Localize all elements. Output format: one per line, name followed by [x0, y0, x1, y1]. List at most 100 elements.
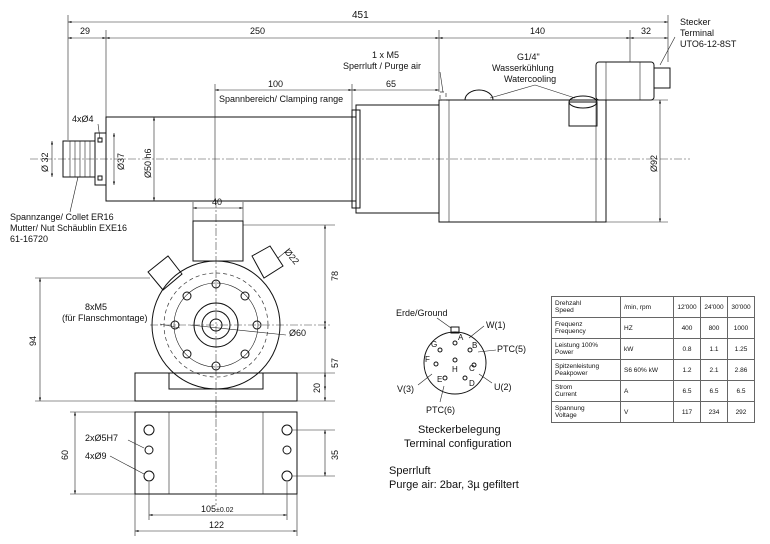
holes-2x5-label: 2xØ5H7 — [85, 433, 118, 443]
pin-w1-label: W(1) — [486, 320, 506, 330]
spec-value-cell: 117 — [673, 401, 701, 423]
water-label-3: Watercooling — [504, 74, 556, 84]
dim-105: 105±0.02 — [201, 504, 234, 514]
spec-value-cell: 800 — [700, 317, 728, 339]
spec-value-cell: 6.5 — [727, 380, 755, 402]
spec-value-cell: 234 — [700, 401, 728, 423]
spec-label-de: Drehzahl — [555, 300, 582, 307]
holes-4x4-label: 4xØ4 — [72, 114, 94, 124]
dim-20: 20 — [312, 383, 322, 393]
spec-label-de: Frequenz — [555, 321, 583, 328]
pin-u2-label: U(2) — [494, 382, 512, 392]
bottom-view — [70, 405, 335, 536]
dim-57: 57 — [330, 358, 340, 368]
dim-78: 78 — [330, 271, 340, 281]
spec-unit-cell: V — [620, 401, 674, 423]
purge-port-label-2: Sperrluft / Purge air — [343, 61, 421, 71]
pin-a: A — [458, 333, 464, 342]
dim-35: 35 — [330, 450, 340, 460]
spec-label-en: Speed — [555, 307, 574, 314]
purge-port-label-1: 1 x M5 — [372, 50, 399, 60]
pin-g: G — [431, 340, 437, 349]
spec-value-cell: 1.25 — [727, 338, 755, 360]
dim-dia-32: Ø 32 — [40, 152, 50, 172]
spec-label-de: Leistung 100% — [555, 342, 599, 349]
dim-dia-22: Ø22 — [282, 247, 301, 266]
spec-unit-cell: HZ — [620, 317, 674, 339]
terminal-label-2: Terminal — [680, 28, 714, 38]
spec-value-cell: 292 — [727, 401, 755, 423]
dim-65: 65 — [386, 79, 396, 89]
dim-250: 250 — [250, 26, 265, 36]
water-label-1: G1/4" — [517, 52, 540, 62]
water-label-2: Wasserkühlung — [492, 63, 554, 73]
spec-value-cell: 6.5 — [673, 380, 701, 402]
flange-holes-label-2: (für Flanschmontage) — [62, 313, 148, 323]
front-view — [35, 200, 335, 420]
connector-caption-1: Steckerbelegung — [418, 424, 501, 436]
connector-diagram — [417, 317, 497, 403]
pin-ptc6-label: PTC(6) — [426, 405, 455, 415]
spec-value-cell: 2.1 — [700, 359, 728, 381]
spec-label-de: Spannung — [555, 405, 585, 412]
spec-value-cell: 400 — [673, 317, 701, 339]
collet-label-3: 61-16720 — [10, 234, 48, 244]
dim-dia-37: Ø37 — [116, 153, 126, 170]
dim-60: 60 — [60, 450, 70, 460]
spec-label-en: Voltage — [555, 412, 577, 419]
dim-105-tolerance: ±0.02 — [216, 507, 234, 514]
spec-label-en: Current — [555, 391, 577, 398]
spec-label-en: Power — [555, 349, 574, 356]
purge-note-2: Purge air: 2bar, 3µ gefiltert — [389, 479, 519, 491]
spec-unit-cell: /min, rpm — [620, 296, 674, 318]
holes-4x9-label: 4xØ9 — [85, 451, 107, 461]
collet-label-1: Spannzange/ Collet ER16 — [10, 212, 114, 222]
pin-b: B — [472, 341, 477, 350]
spec-value-cell: 1.2 — [673, 359, 701, 381]
collet-label-2: Mutter/ Nut Schäublin EXE16 — [10, 223, 127, 233]
dim-100: 100 — [268, 79, 283, 89]
dim-122: 122 — [209, 520, 224, 530]
spec-label-en: Frequency — [555, 328, 586, 335]
spec-label-de: Strom — [555, 384, 573, 391]
dim-dia-50: Ø50 h6 — [143, 148, 153, 178]
pin-e: E — [437, 375, 442, 384]
spec-unit-cell: S6 60% kW — [620, 359, 674, 381]
pin-ground-label: Erde/Ground — [396, 308, 448, 318]
spec-unit-cell: A — [620, 380, 674, 402]
pin-d: D — [469, 379, 475, 388]
dim-32: 32 — [641, 26, 651, 36]
pin-c: C — [469, 364, 475, 373]
spec-value-cell: 0.8 — [673, 338, 701, 360]
pin-h: H — [452, 365, 458, 374]
dim-451: 451 — [352, 10, 369, 21]
clamping-range-label: Spannbereich/ Clamping range — [219, 94, 343, 104]
spec-value-cell: 12'000 — [673, 296, 701, 318]
pin-f: F — [425, 355, 430, 364]
terminal-label-1: Stecker — [680, 17, 711, 27]
pin-v3-label: V(3) — [397, 384, 414, 394]
spec-unit-cell: kW — [620, 338, 674, 360]
spec-value-cell: 24'000 — [700, 296, 728, 318]
pin-ptc5-label: PTC(5) — [497, 344, 526, 354]
terminal-label-3: UTO6-12-8ST — [680, 39, 737, 49]
purge-note-1: Sperrluft — [389, 465, 431, 477]
dim-40: 40 — [212, 197, 222, 207]
flange-holes-label-1: 8xM5 — [85, 302, 107, 312]
dim-29: 29 — [80, 26, 90, 36]
dim-dia-92: Ø92 — [649, 155, 659, 172]
side-view — [30, 15, 690, 223]
